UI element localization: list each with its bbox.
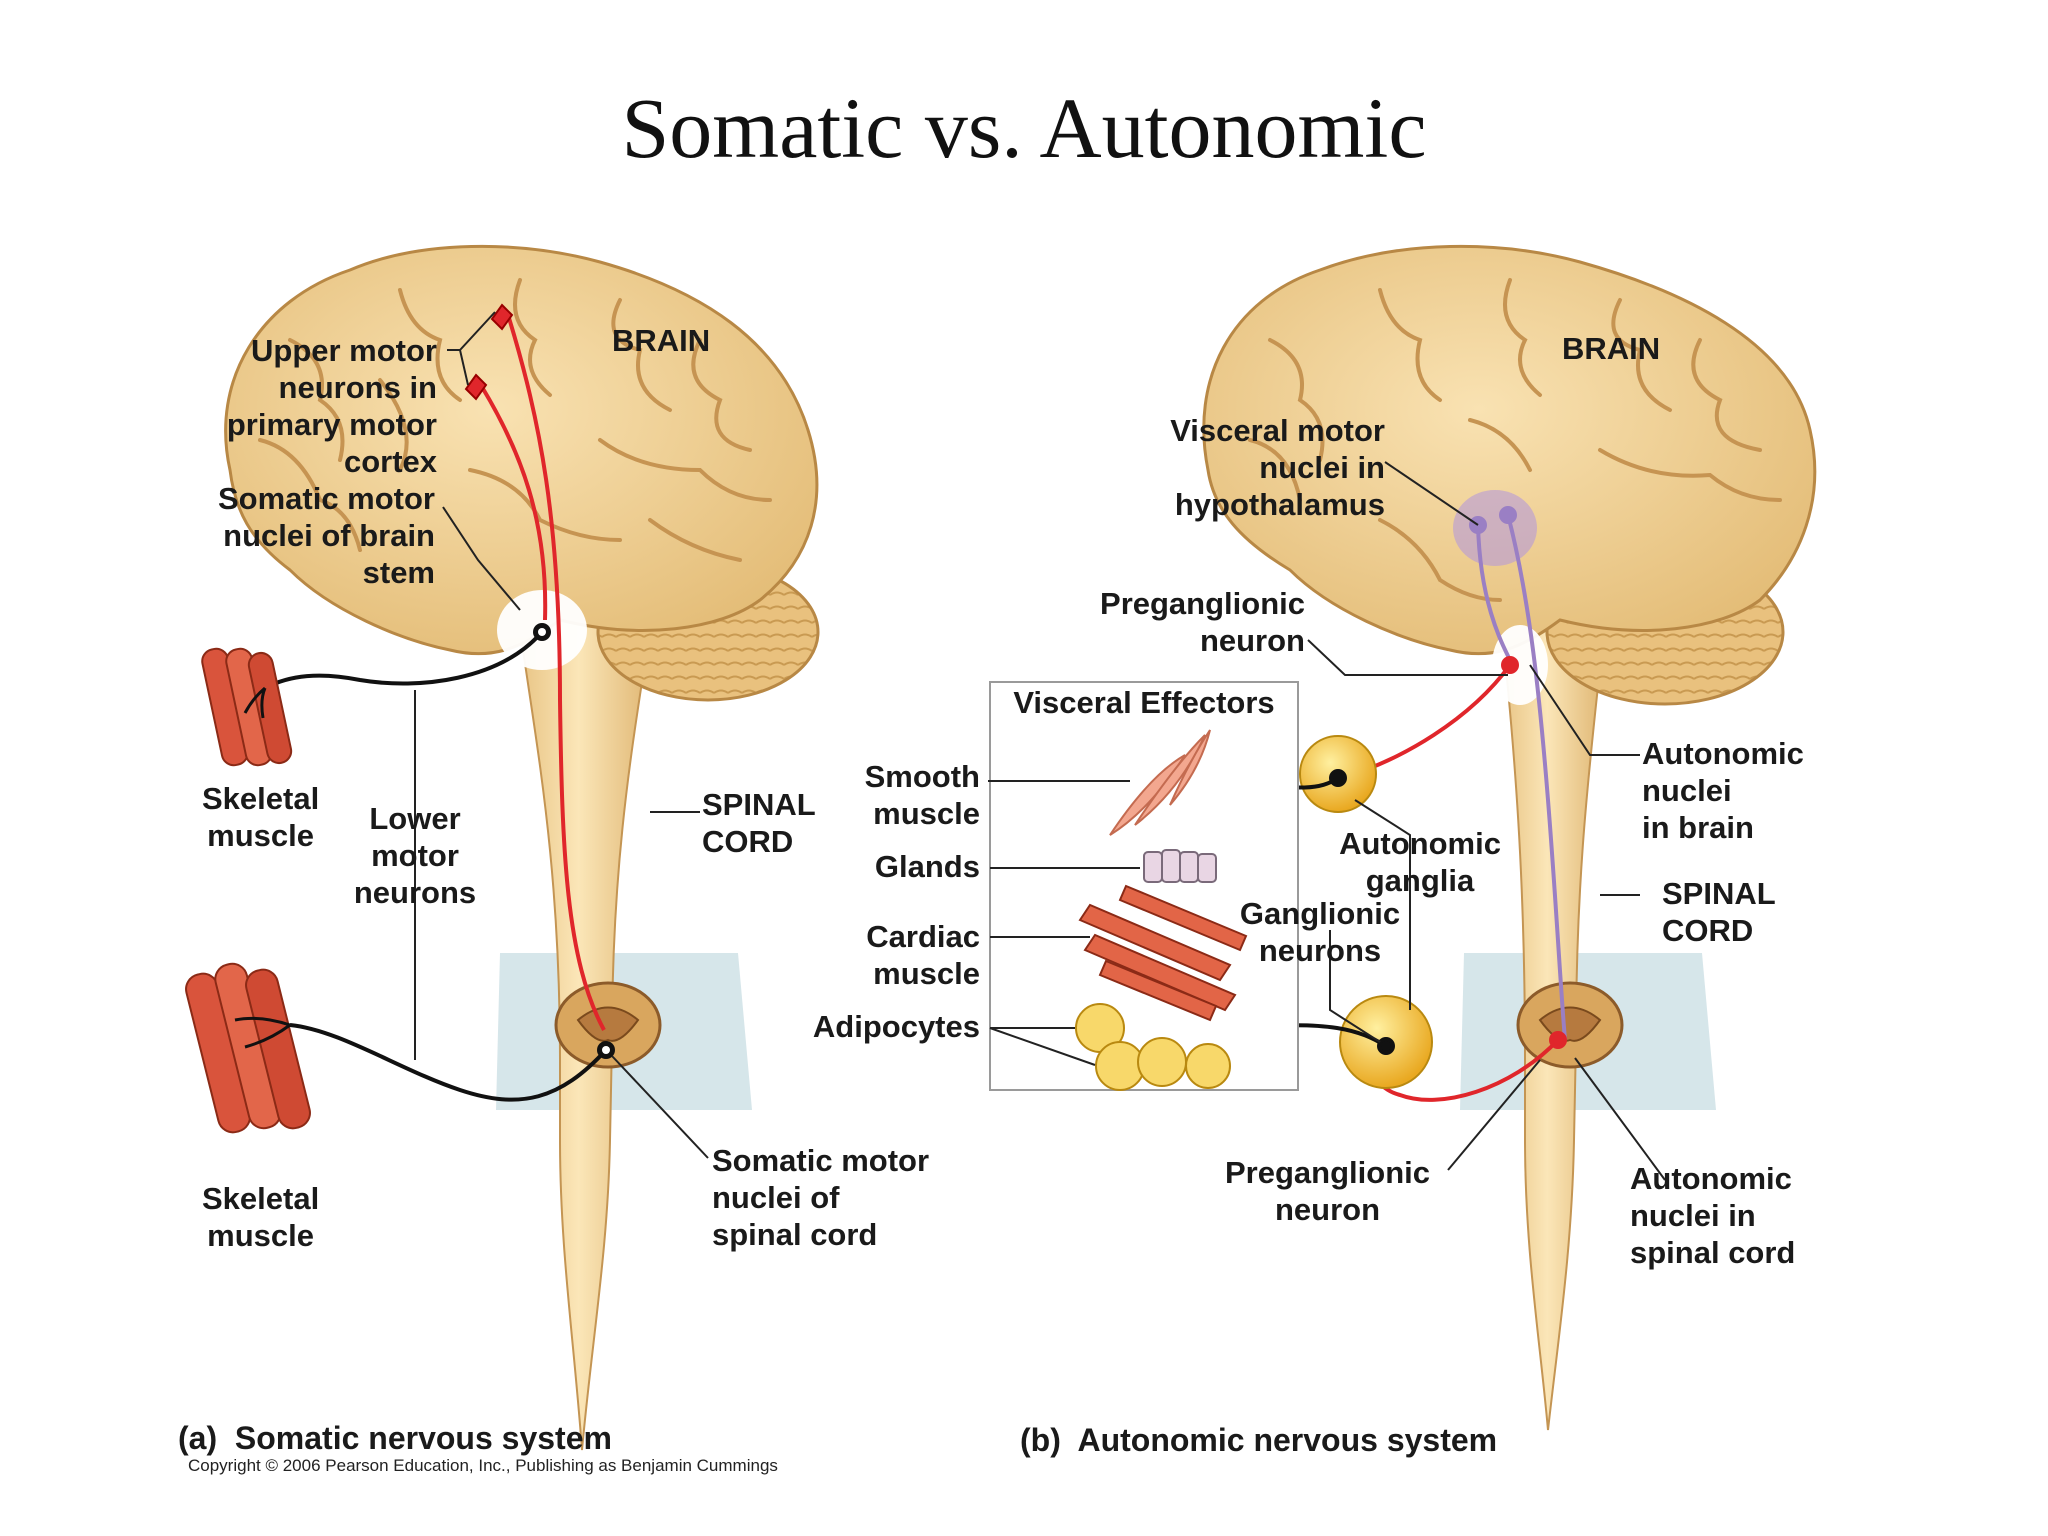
visceral-effectors-title: Visceral Effectors (1013, 685, 1275, 720)
brain-label-right: BRAIN (1562, 331, 1661, 366)
glands-label: Glands (874, 849, 980, 884)
spinal-cord-label-right: SPINAL CORD (1662, 876, 1776, 948)
lower-motor-neurons-label: Lower motor neurons (353, 801, 477, 910)
autonomic-illustration (988, 244, 1817, 1431)
caption-somatic: (a) Somatic nervous system (178, 1420, 612, 1456)
skeletal-muscle-top (201, 647, 293, 767)
cardiac-muscle-cells (1078, 884, 1248, 1022)
copyright-notice: Copyright © 2006 Pearson Education, Inc.… (188, 1456, 778, 1475)
spinal-cord-label: SPINAL CORD (702, 787, 816, 859)
visceral-motor-nuclei-label: Visceral motor nuclei in hypothalamus (1170, 413, 1385, 522)
preganglionic-neuron-label-top: Preganglionic neuron (1100, 586, 1305, 658)
autonomic-brain-nuclei-label: Autonomic nuclei in brain (1642, 736, 1804, 845)
upper-motor-neurons-label: Upper motor neurons in primary motor cor… (226, 333, 437, 479)
somatic-illustration (185, 244, 820, 1451)
brain-label: BRAIN (612, 323, 711, 358)
skeletal-muscle-bottom-label: Skeletal muscle (202, 1181, 320, 1253)
skeletal-muscle-top-label: Skeletal muscle (202, 781, 320, 853)
somatic-spinal-nuclei-label: Somatic motor nuclei of spinal cord (712, 1143, 930, 1252)
adipocytes-label: Adipocytes (812, 1009, 980, 1044)
smooth-muscle-label: Smooth muscle (864, 759, 980, 831)
brain-right (1202, 244, 1817, 656)
skeletal-muscle-bottom (185, 962, 311, 1134)
visceral-effectors-box (989, 681, 1299, 1091)
adipocyte-cells (1075, 1003, 1231, 1091)
gland-cells (1143, 849, 1217, 883)
slide-title: Somatic vs. Autonomic (621, 80, 1427, 176)
smooth-muscle-cells (1109, 729, 1211, 836)
autonomic-ganglia-label: Autonomic ganglia (1339, 826, 1501, 898)
brain (224, 244, 819, 656)
hypothalamus-highlight (1453, 490, 1537, 566)
somatic-brainstem-label: Somatic motor nuclei of brain stem (217, 481, 435, 590)
ganglionic-neurons-label: Ganglionic neurons (1239, 896, 1401, 968)
upper-motor-neurons (464, 303, 606, 1031)
lower-motor-neurons (264, 623, 615, 1102)
preganglionic-neuron-label-bottom: Preganglionic neuron (1225, 1155, 1430, 1227)
cardiac-muscle-label: Cardiac muscle (866, 919, 980, 991)
caption-autonomic: (b) Autonomic nervous system (1020, 1422, 1498, 1458)
autonomic-spinal-nuclei-label: Autonomic nuclei in spinal cord (1630, 1161, 1796, 1270)
